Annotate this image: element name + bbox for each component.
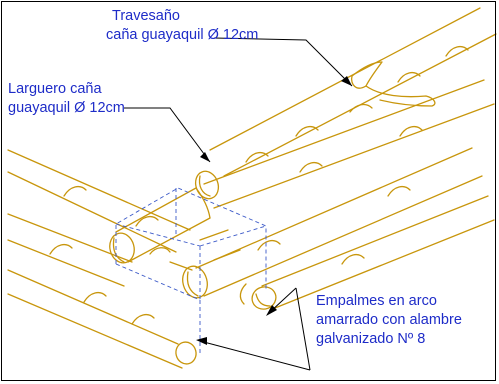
larguero-end-right bbox=[251, 286, 277, 310]
center-right-pole bbox=[195, 147, 483, 297]
leader-larguero bbox=[124, 107, 211, 163]
label-larguero-line1: Larguero caña bbox=[8, 81, 102, 97]
label-travesano-line1: Travesaño bbox=[112, 8, 180, 24]
leader-travesano bbox=[213, 37, 353, 87]
upper-pole bbox=[203, 79, 495, 209]
larguero-pole-top bbox=[7, 149, 191, 253]
larguero-end-bottom bbox=[175, 341, 197, 365]
travesano-joint bbox=[350, 61, 436, 107]
crossbar-front bbox=[115, 187, 211, 263]
larguero-pole-bottom bbox=[7, 269, 183, 369]
arrowhead-larguero bbox=[200, 152, 210, 162]
arrowhead-empalmes-top bbox=[266, 305, 277, 316]
inner-stubs bbox=[149, 229, 247, 305]
arrowheads bbox=[196, 76, 352, 345]
larguero-end-left bbox=[109, 232, 135, 264]
leaders bbox=[124, 37, 353, 371]
label-empalmes-line2: amarrado con alambre bbox=[316, 312, 462, 328]
larguero-pole-middle bbox=[7, 213, 133, 287]
arrowhead-empalmes-bottom bbox=[196, 337, 207, 345]
label-empalmes: Empalmes en arco amarrado con alambre ga… bbox=[316, 292, 462, 349]
leader-empalmes-link bbox=[295, 287, 311, 371]
label-travesano: Travesaño caña guayaquil Ø 12cm bbox=[106, 7, 258, 45]
lower-right-pole bbox=[261, 195, 495, 311]
arrowhead-travesano bbox=[341, 76, 352, 86]
travesano-end bbox=[194, 170, 220, 200]
label-larguero: Larguero caña guayaquil Ø 12cm bbox=[8, 80, 125, 118]
label-travesano-line2: caña guayaquil Ø 12cm bbox=[106, 27, 259, 43]
label-larguero-line2: guayaquil Ø 12cm bbox=[8, 100, 125, 116]
leader-empalmes-bottom bbox=[199, 340, 311, 371]
label-empalmes-line3: galvanizado Nº 8 bbox=[316, 331, 426, 347]
label-empalmes-line1: Empalmes en arco bbox=[316, 293, 437, 309]
larguero-end-center bbox=[182, 265, 208, 299]
hidden-joint-box bbox=[115, 187, 267, 356]
